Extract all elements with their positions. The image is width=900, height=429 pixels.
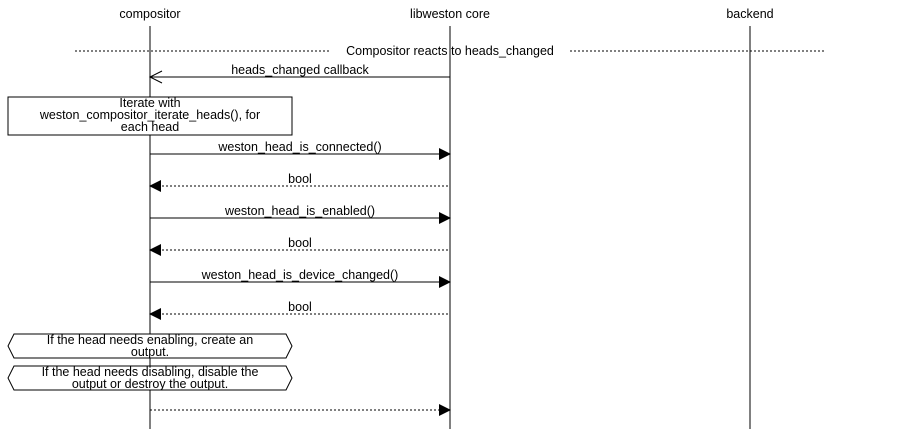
- separator: Compositor reacts to heads_changed: [75, 44, 825, 58]
- message-label: weston_head_is_enabled(): [224, 204, 375, 218]
- note-line-1: If the head needs enabling, create an: [47, 333, 253, 347]
- message-dashed-unlabeled: [150, 404, 451, 416]
- separator-label: Compositor reacts to heads_changed: [346, 44, 554, 58]
- message-label: bool: [288, 172, 312, 186]
- filled-arrowhead: [149, 244, 161, 256]
- participant-compositor-label: compositor: [119, 7, 180, 21]
- note-line-1: If the head needs disabling, disable the: [42, 365, 259, 379]
- open-arrowhead: [148, 70, 163, 84]
- message-label: heads_changed callback: [231, 63, 369, 77]
- note-line-2: output or destroy the output.: [72, 377, 228, 391]
- filled-arrowhead: [149, 180, 161, 192]
- message-weston-head-is-enabled: weston_head_is_enabled(): [150, 204, 451, 224]
- message-bool-return-1: bool: [149, 172, 448, 192]
- message-heads-changed-callback: heads_changed callback: [148, 63, 450, 84]
- filled-arrowhead: [439, 148, 451, 160]
- note-line-3: each head: [121, 120, 179, 134]
- message-weston-head-is-device-changed: weston_head_is_device_changed(): [150, 268, 451, 288]
- note-hexagon: [7, 333, 293, 359]
- message-label: weston_head_is_device_changed(): [201, 268, 399, 282]
- note-hexagon: [7, 365, 293, 391]
- message-label: bool: [288, 300, 312, 314]
- note-line-1: Iterate with: [119, 96, 180, 110]
- filled-arrowhead: [439, 276, 451, 288]
- note-line-2: output.: [131, 345, 169, 359]
- note-head-needs-disabling: If the head needs disabling, disable the…: [7, 365, 293, 391]
- participant-backend-label: backend: [726, 7, 773, 21]
- note-head-needs-enabling: If the head needs enabling, create an ou…: [7, 333, 293, 359]
- filled-arrowhead: [149, 308, 161, 320]
- message-label: weston_head_is_connected(): [217, 140, 381, 154]
- participant-libweston-core-label: libweston core: [410, 7, 490, 21]
- note-box: [7, 96, 293, 136]
- message-bool-return-3: bool: [149, 300, 448, 320]
- filled-arrowhead: [439, 404, 451, 416]
- message-bool-return-2: bool: [149, 236, 448, 256]
- note-line-2: weston_compositor_iterate_heads(), for: [39, 108, 260, 122]
- message-label: bool: [288, 236, 312, 250]
- filled-arrowhead: [439, 212, 451, 224]
- message-weston-head-is-connected: weston_head_is_connected(): [150, 140, 451, 160]
- note-iterate-heads: Iterate with weston_compositor_iterate_h…: [7, 96, 293, 136]
